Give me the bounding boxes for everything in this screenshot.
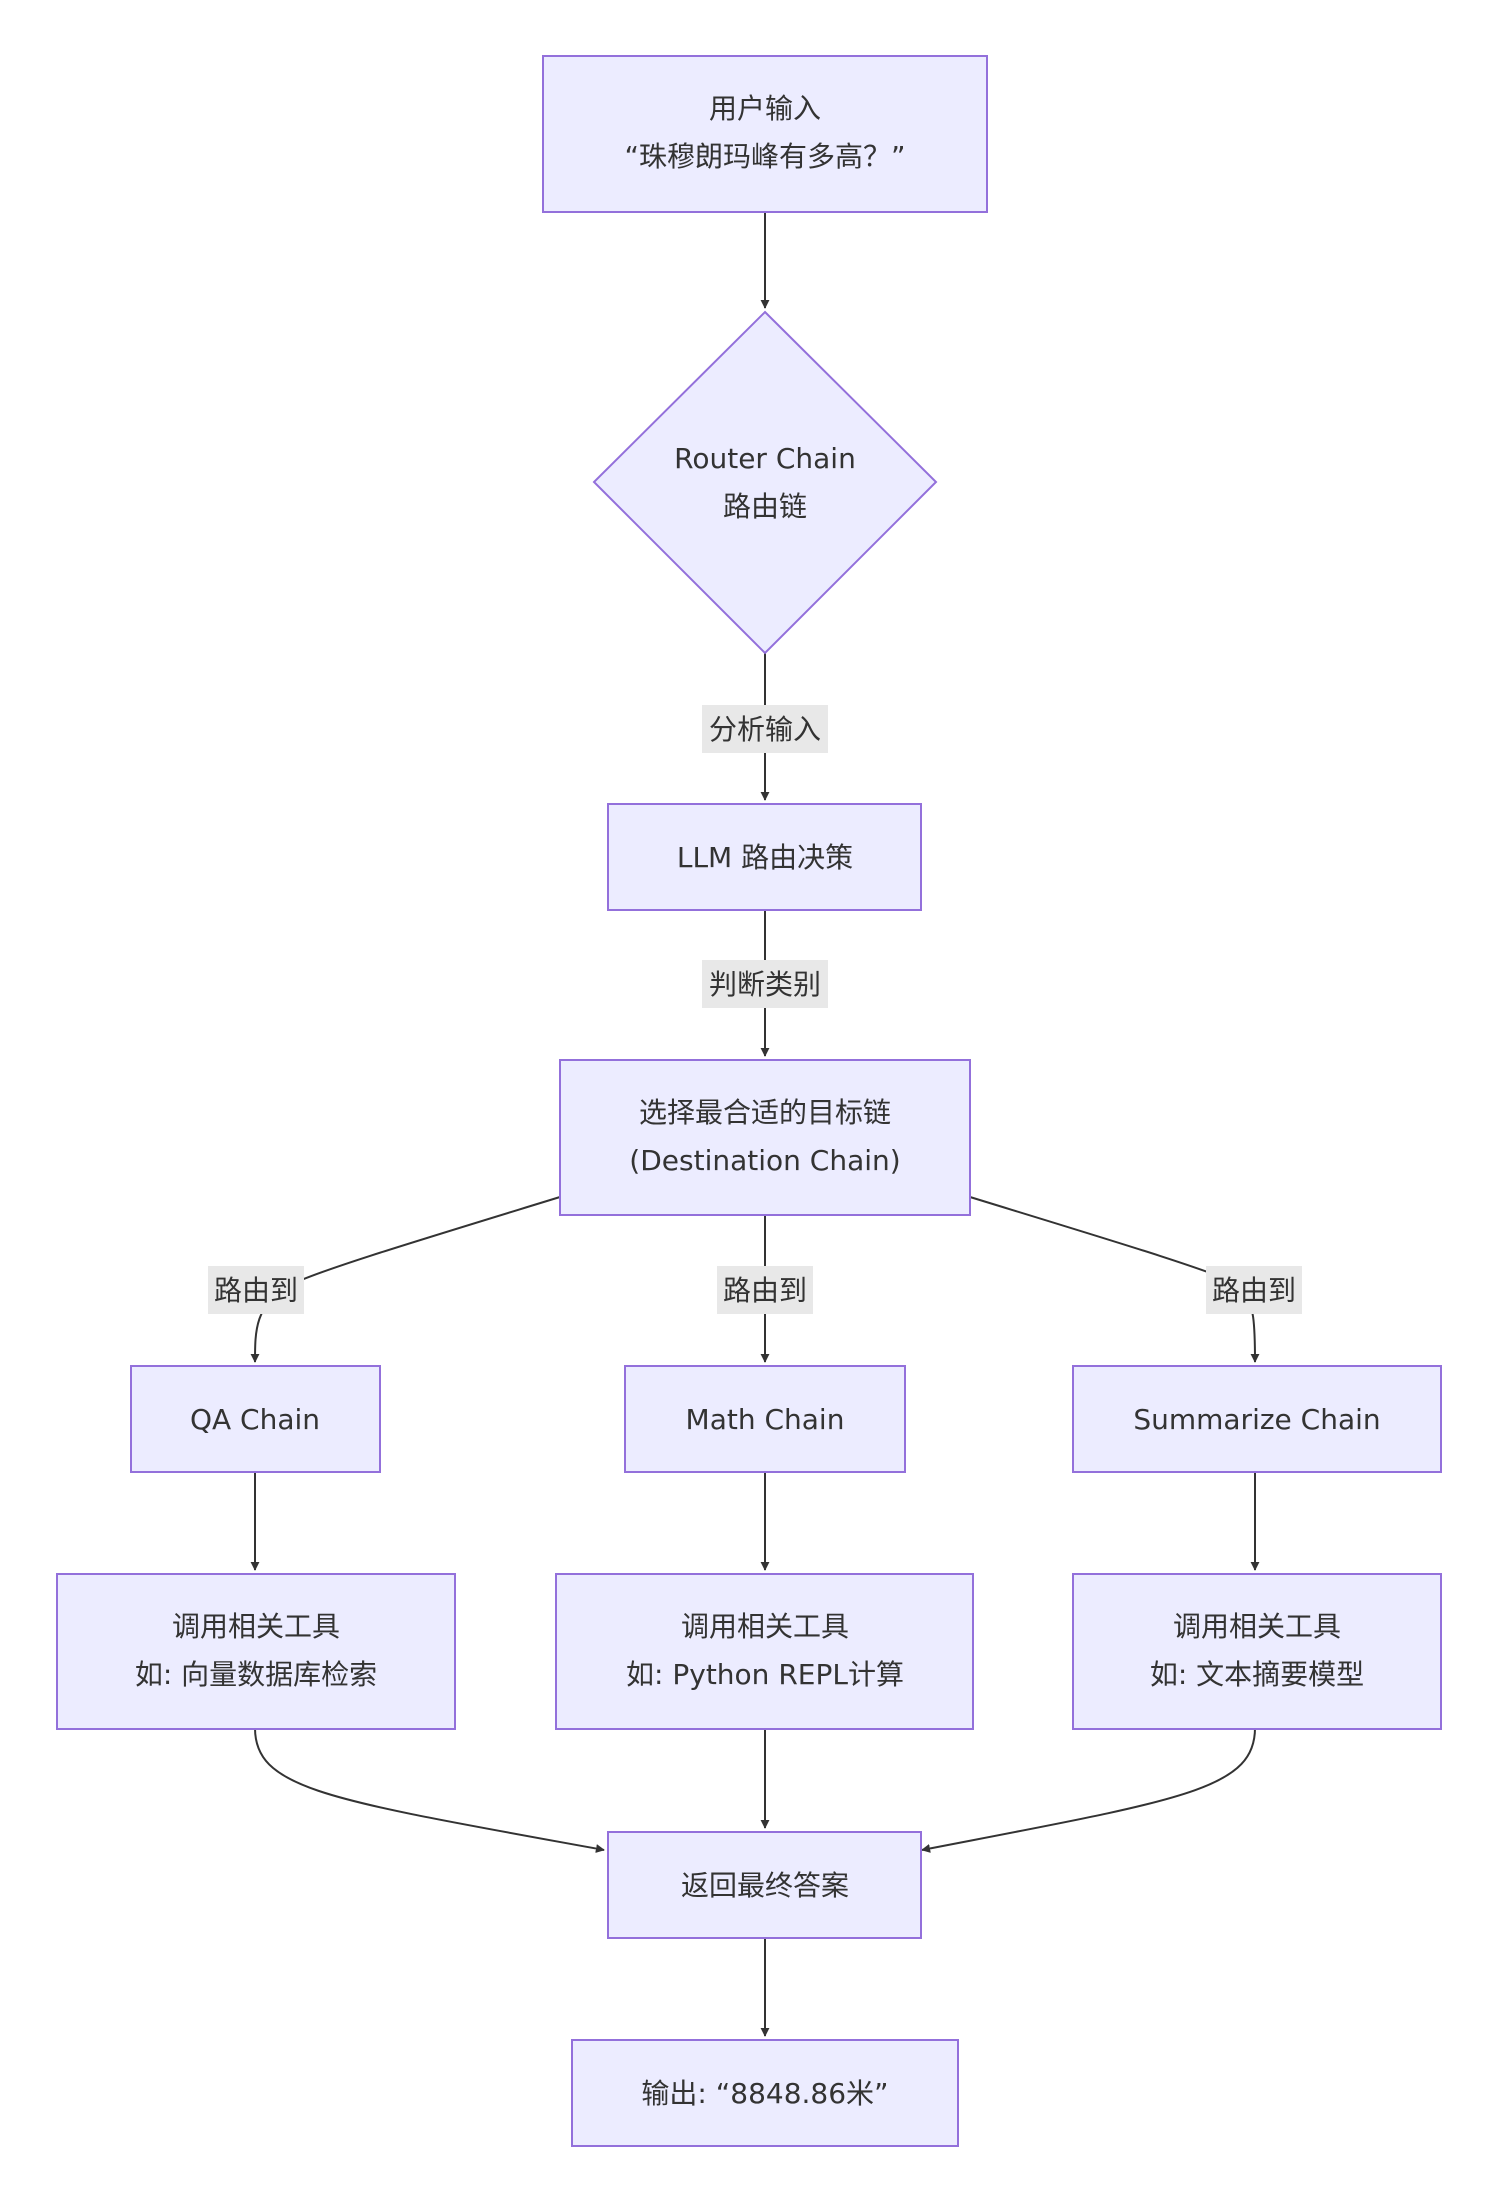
edge-label-analyze-text: 分析输入	[709, 713, 821, 746]
node-tool-qa-line1: 调用相关工具	[172, 1610, 340, 1643]
node-tool-summarize-line2: 如: 文本摘要模型	[1150, 1658, 1364, 1691]
node-select-destination: 选择最合适的目标链 (Destination Chain)	[559, 1059, 971, 1216]
node-tool-qa-line2: 如: 向量数据库检索	[135, 1658, 377, 1691]
node-summarize-chain-text: Summarize Chain	[1133, 1403, 1380, 1436]
edge-label-judge-text: 判断类别	[709, 968, 821, 1001]
node-llm-decision-text: LLM 路由决策	[677, 841, 853, 874]
node-router-chain: Router Chain 路由链	[592, 310, 938, 655]
node-tool-summarize: 调用相关工具 如: 文本摘要模型	[1072, 1573, 1442, 1730]
edge-toolqa-answer	[254, 1727, 605, 1853]
node-final-answer-text: 返回最终答案	[681, 1869, 849, 1902]
edge-label-analyze: 分析输入	[702, 705, 828, 753]
node-tool-qa: 调用相关工具 如: 向量数据库检索	[56, 1573, 456, 1730]
node-tool-math-line2: 如: Python REPL计算	[626, 1658, 904, 1691]
node-llm-decision: LLM 路由决策	[607, 803, 922, 911]
edge-select-qa	[250, 1196, 561, 1363]
node-output-text: 输出: “8848.86米”	[641, 2077, 888, 2110]
edge-label-route-qa-text: 路由到	[214, 1274, 298, 1307]
edge-label-judge: 判断类别	[702, 960, 828, 1008]
edge-label-route-sum-text: 路由到	[1212, 1274, 1296, 1307]
node-final-answer: 返回最终答案	[607, 1831, 922, 1939]
node-tool-math: 调用相关工具 如: Python REPL计算	[555, 1573, 974, 1730]
node-user-input-line2: “珠穆朗玛峰有多高？”	[624, 140, 905, 173]
node-select-destination-line2: (Destination Chain)	[629, 1144, 900, 1177]
edge-label-route-math: 路由到	[717, 1266, 813, 1314]
edge-label-route-sum: 路由到	[1206, 1266, 1302, 1314]
node-tool-math-line1: 调用相关工具	[681, 1610, 849, 1643]
node-select-destination-line1: 选择最合适的目标链	[639, 1096, 891, 1129]
edge-label-route-qa: 路由到	[208, 1266, 304, 1314]
node-math-chain: Math Chain	[624, 1365, 906, 1473]
node-summarize-chain: Summarize Chain	[1072, 1365, 1442, 1473]
node-router-chain-line2: 路由链	[723, 490, 807, 523]
node-qa-chain: QA Chain	[130, 1365, 381, 1473]
edge-label-route-math-text: 路由到	[723, 1274, 807, 1307]
node-math-chain-text: Math Chain	[686, 1403, 845, 1436]
node-user-input: 用户输入 “珠穆朗玛峰有多高？”	[542, 55, 988, 213]
node-router-chain-line1: Router Chain	[674, 442, 856, 475]
edge-toolsum-answer	[921, 1727, 1256, 1853]
node-user-input-line1: 用户输入	[709, 92, 821, 125]
node-output: 输出: “8848.86米”	[571, 2039, 959, 2147]
node-tool-summarize-line1: 调用相关工具	[1173, 1610, 1341, 1643]
node-qa-chain-text: QA Chain	[190, 1403, 320, 1436]
